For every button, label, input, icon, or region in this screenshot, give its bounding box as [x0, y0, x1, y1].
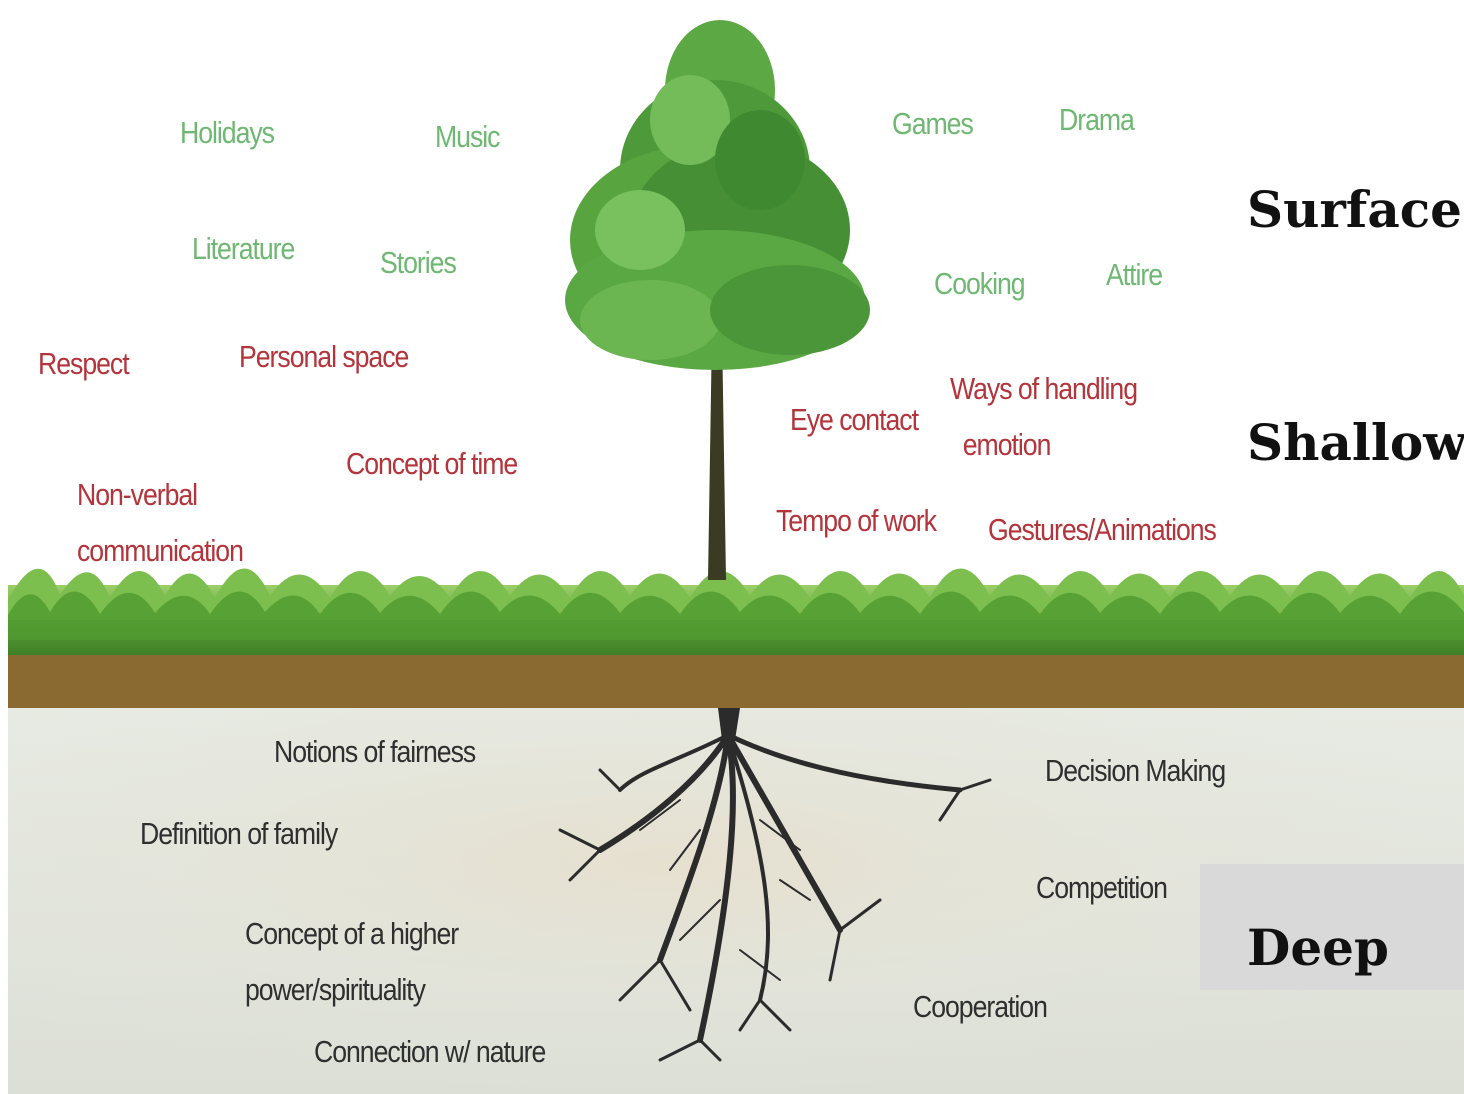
label-cooking: Cooking — [934, 266, 1026, 301]
label-concept-of-time: Concept of time — [346, 446, 518, 481]
label-eye-contact: Eye contact — [790, 402, 919, 437]
tree-trunk — [708, 330, 726, 580]
label-attire: Attire — [1106, 257, 1163, 292]
label-literature: Literature — [192, 231, 295, 266]
label-respect: Respect — [38, 346, 130, 381]
label-holidays: Holidays — [180, 115, 275, 150]
label-connection-with-nature: Connection w/ nature — [314, 1034, 546, 1069]
label-non-verbal-communication: Non-verbal communication — [77, 477, 244, 568]
tree-foliage — [565, 20, 870, 370]
tree-roots — [558, 708, 992, 1062]
label-personal-space: Personal space — [239, 339, 409, 374]
label-definition-of-family: Definition of family — [140, 816, 338, 851]
grass — [8, 568, 1464, 655]
level-shallow-heading: Shallow — [1247, 413, 1464, 472]
soil-band — [8, 652, 1464, 708]
label-cooperation: Cooperation — [913, 989, 1048, 1024]
label-drama: Drama — [1059, 102, 1135, 137]
label-gestures-animations: Gestures/Animations — [988, 512, 1217, 547]
label-ways-of-handling-emotion: Ways of handling emotion — [950, 371, 1138, 462]
label-competition: Competition — [1036, 870, 1168, 905]
label-music: Music — [435, 119, 500, 154]
label-games: Games — [892, 106, 974, 141]
label-decision-making: Decision Making — [1045, 753, 1226, 788]
label-stories: Stories — [380, 245, 457, 280]
label-notions-of-fairness: Notions of fairness — [274, 734, 476, 769]
label-concept-of-a-higher-power: Concept of a higher power/spirituality — [245, 916, 459, 1007]
deep-level-box — [1200, 864, 1464, 990]
level-deep-heading: Deep — [1247, 918, 1389, 977]
level-surface-heading: Surface — [1247, 180, 1462, 239]
label-tempo-of-work: Tempo of work — [776, 503, 937, 538]
